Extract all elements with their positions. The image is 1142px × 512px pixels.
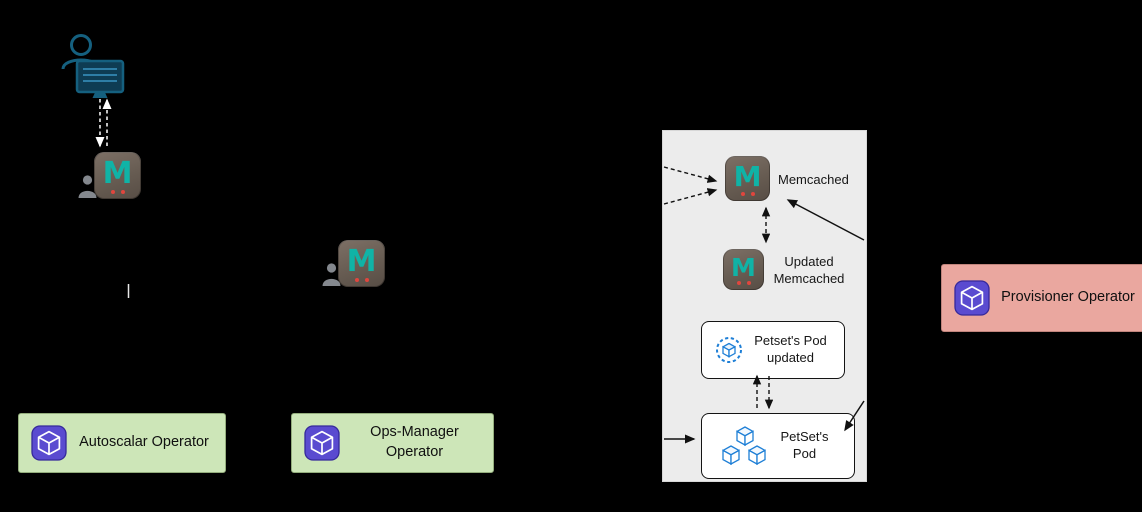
memcached-instance-1: M xyxy=(78,152,141,199)
memcached-logo-dots xyxy=(110,190,125,194)
memcached-logo-dots xyxy=(740,192,755,196)
petset-pod-label: PetSet's Pod xyxy=(780,429,829,461)
operator-icon xyxy=(31,425,67,461)
update-workflow-panel: M Memcached M Updated Memcached Petset's… xyxy=(662,130,867,482)
petset-pod-updated-label: Petset's Pod updated xyxy=(754,333,827,365)
operator-icon xyxy=(304,425,340,461)
memcached-logo-letter: M xyxy=(731,253,756,282)
petset-pod-box: PetSet's Pod xyxy=(701,413,855,479)
petset-pod-updated-box: Petset's Pod updated xyxy=(701,321,845,379)
memcached-icon: M xyxy=(94,152,141,199)
ops-manager-operator-label: Ops-Manager Operator xyxy=(370,424,459,460)
pod-cube-icon xyxy=(735,426,754,446)
provisioner-operator-label: Provisioner Operator xyxy=(1001,289,1135,306)
memcached-icon: M xyxy=(338,240,385,287)
memcached-logo-letter: M xyxy=(733,159,762,193)
user-silhouette-icon xyxy=(322,263,341,286)
memcached-logo-dots xyxy=(354,278,369,282)
memcached-logo-dots xyxy=(736,281,751,285)
pod-cube-icon xyxy=(721,445,740,465)
user-silhouette-icon xyxy=(78,175,97,198)
updated-memcached-label: Updated Memcached xyxy=(773,254,845,286)
ops-manager-operator-box: Ops-Manager Operator xyxy=(291,413,494,473)
user-terminal-icon xyxy=(54,32,128,98)
memcached-label: Memcached xyxy=(778,172,849,187)
updated-memcached-icon: M xyxy=(723,249,764,290)
memcached-instance-2: M xyxy=(322,240,385,287)
autoscalar-operator-box: Autoscalar Operator xyxy=(18,413,226,473)
person-at-monitor-icon xyxy=(61,34,125,98)
autoscalar-operator-label: Autoscalar Operator xyxy=(79,434,209,451)
memcached-icon: M xyxy=(725,156,770,201)
arrow-user-to-memcached xyxy=(95,98,112,148)
pod-updated-icon xyxy=(715,337,742,363)
memcached-logo-letter: M xyxy=(346,243,377,279)
pod-cubes-icon xyxy=(721,426,768,466)
memcached-logo-letter: M xyxy=(102,155,133,191)
operator-icon xyxy=(954,280,990,316)
pod-cube-icon xyxy=(747,445,766,465)
provisioner-operator-box: Provisioner Operator xyxy=(941,264,1142,332)
